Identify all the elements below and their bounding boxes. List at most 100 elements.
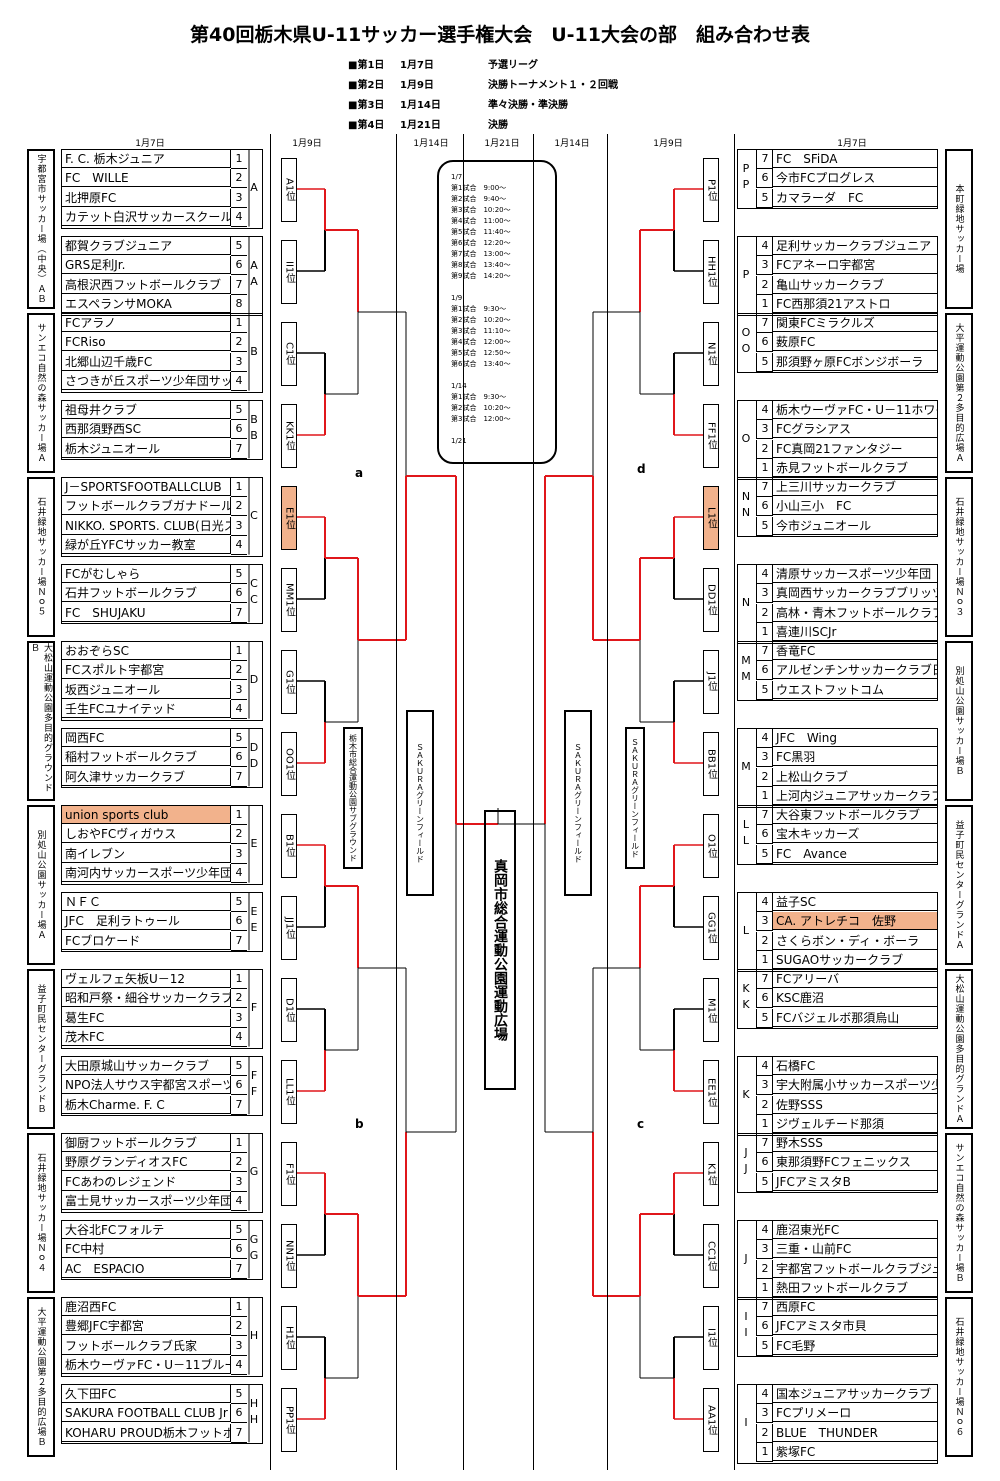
team-name: 鹿沼東光FC [772,1221,937,1239]
group-label: P [742,267,750,281]
team-name: FC真岡21ファンタジー [772,439,937,458]
time-line: 第2試合 10:20～ [451,316,511,324]
group-label: K [742,1087,750,1101]
schedule-date: 1月21日 [400,120,441,131]
venue-left: サンエコ自然の森サッカー場Ａ [27,313,55,473]
team-number: 5 [231,893,247,912]
venue-center: 真岡市総合運動公園運動広場 [484,810,516,1090]
team-number: 1 [756,1115,773,1135]
team-number: 5 [231,565,247,584]
team-name: 久下田FC [62,1385,231,1403]
team-number: 5 [756,1172,773,1192]
bracket-label-c: c [637,1117,645,1131]
team-name: さつきが丘スポーツ少年団サッカー部 [62,372,231,391]
venue-left: 大平運動公園第２多目的広場Ｂ [27,1297,55,1457]
team-number: 3 [756,1404,773,1424]
schedule-desc: 決勝トーナメント１・２回戦 [488,80,618,91]
group-label: O [741,326,751,340]
team-number: 5 [756,844,773,864]
group-label: H [249,1413,259,1427]
bracket-slot-right: GG1位 [703,896,719,960]
team-name: 高根沢西フットボールクラブ [62,275,231,294]
team-number: 3 [756,912,773,932]
group-table-left: FCアラノ1FCRiso2北郷山辺千歳FC3さつきが丘スポーツ少年団サッカー部4 [61,313,263,393]
team-number: 7 [756,1134,773,1153]
time-line: 第7試合 13:00～ [451,250,511,258]
team-name: KSC鹿沼 [772,989,937,1008]
bracket-slot-right: M1位 [703,978,719,1042]
time-line: 第2試合 9:40～ [451,195,507,203]
group-label: E [250,905,258,919]
bracket-slot-right: K1位 [703,1142,719,1206]
group-label: G [249,1164,259,1178]
team-number: 3 [756,256,773,276]
page-title: 第40回栃木県U-11サッカー選手権大会 U-11大会の部 組み合わせ表 [190,24,810,46]
time-line: 1/21 [451,437,467,445]
time-line: 第6試合 12:20～ [451,239,511,247]
team-number: 7 [756,150,773,169]
team-number: 5 [231,401,247,420]
team-number: 2 [231,825,247,845]
group-label: J [744,1251,748,1265]
team-number: 7 [756,970,773,989]
table-row: GRS足利Jr.6 [62,256,262,276]
date-header: 1月21日 [484,139,520,149]
team-number: 1 [756,459,773,479]
bracket-slot-left: MM1位 [281,568,297,632]
team-name: 南イレブン [62,844,231,863]
team-number: 4 [756,565,773,584]
venue-left-b: ＳＡＫＵＲＡグリーンフィールド [406,710,434,896]
bracket-slot-right: BB1位 [703,732,719,796]
group-table-right: 4栃木ウーヴァFC・U－11ホワイト3FCグラシアス2FC真岡21ファンタジー1… [737,400,938,480]
team-number: 5 [756,516,773,536]
team-number: 6 [756,497,773,517]
team-number: 3 [756,748,773,768]
team-number: 1 [756,1279,773,1299]
team-name: KOHARU PROUD栃木フットボールクラブ [62,1423,231,1442]
team-name: FC Avance [772,844,937,863]
team-number: 4 [231,1192,247,1212]
date-header: 1月14日 [554,139,590,149]
bracket-label-a: a [355,466,364,480]
time-line: 第2試合 10:20～ [451,404,511,412]
group-label: B [250,413,258,427]
team-name: エスペランサMOKA [62,295,231,314]
team-number: 6 [231,1076,247,1096]
table-row: 2宇都宮フットボールクラブジュニア [738,1259,937,1279]
team-number: 4 [756,1385,773,1404]
team-number: 6 [756,661,773,681]
team-number: 3 [231,845,247,864]
time-line: 1/7 [451,173,463,181]
team-name: 真岡西サッカークラブブリッツ [772,584,937,603]
team-number: 3 [231,517,247,536]
team-name: 今市ジュニオール [772,516,937,535]
team-number: 1 [231,806,247,825]
time-line: 第3試合 11:10～ [451,327,511,335]
team-number: 6 [756,825,773,845]
venue-left: 石井緑地サッカー場Ｎｏ４ [27,1133,55,1293]
group-table-left: J－SPORTSFOOTBALLCLUB1フットボールクラブガナドール大田原U1… [61,477,263,557]
team-name: ＮＦＣ [62,893,231,911]
team-name: 鹿沼西FC [62,1298,231,1316]
group-label: D [249,672,259,686]
